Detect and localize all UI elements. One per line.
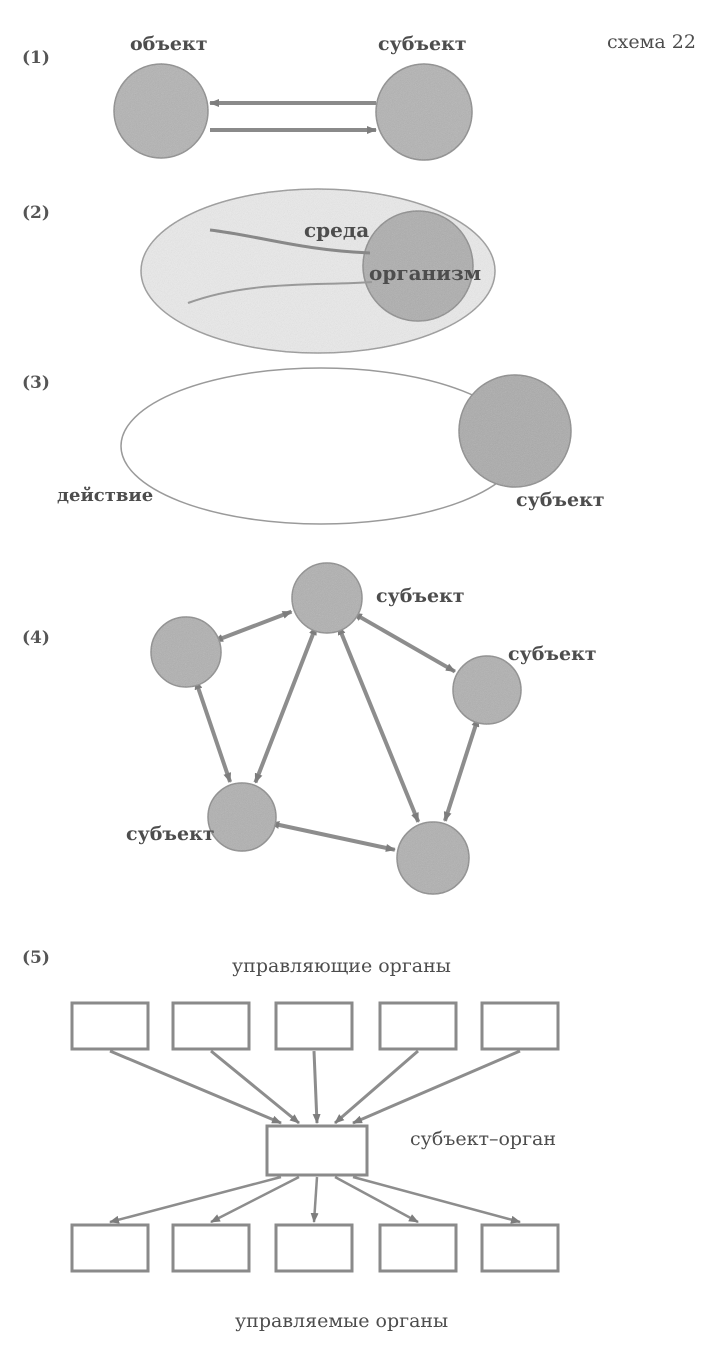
managed-arrow (109, 1175, 282, 1224)
controlled-organ-box (480, 1223, 560, 1273)
network-edge (352, 612, 456, 674)
controlling-organ-box (274, 1001, 354, 1051)
control-arrow (352, 1049, 521, 1125)
diagram-4-number: (4) (22, 628, 50, 648)
diagram-5-number: (5) (22, 948, 50, 968)
network-edge (194, 679, 233, 783)
network-node (207, 782, 277, 852)
control-arrow (210, 1049, 300, 1125)
organism-circle (362, 210, 474, 322)
node-label-right: субъект (508, 643, 597, 665)
environment-label: среда (304, 218, 370, 242)
object-circle (113, 63, 209, 159)
subject-circle (375, 63, 473, 161)
diagram-1 (113, 63, 473, 161)
network-node (150, 616, 222, 688)
managed-arrow (210, 1175, 300, 1224)
controlled-organ-box (274, 1223, 354, 1273)
organism-label: организм (369, 261, 482, 285)
managed-arrow (310, 1176, 319, 1223)
controlling-organs-label: управляющие органы (232, 955, 451, 977)
diagram-2 (140, 188, 496, 354)
control-arrow (109, 1049, 282, 1125)
controlled-organ-box (70, 1223, 150, 1273)
node-label-top: субъект (376, 585, 465, 607)
node-label-botleft: субъект (126, 823, 215, 845)
subject-label-1: субъект (378, 33, 467, 55)
managed-arrow (334, 1175, 419, 1224)
control-arrow (334, 1049, 419, 1125)
subject-organ-box (265, 1124, 369, 1177)
controlling-organ-box (480, 1001, 560, 1051)
network-node (452, 655, 522, 725)
control-arrow (312, 1050, 321, 1124)
diagram-4-network (150, 562, 522, 895)
managed-arrow (352, 1175, 521, 1224)
controlled-organs-label: управляемые органы (235, 1310, 449, 1332)
network-edge (337, 624, 421, 823)
network-node (291, 562, 363, 634)
controlling-organ-box (378, 1001, 458, 1051)
object-label: объект (130, 33, 208, 55)
network-edge (213, 609, 293, 642)
diagram-1-number: (1) (22, 48, 50, 68)
network-edge (253, 625, 317, 784)
controlled-organ-box (171, 1223, 251, 1273)
diagram-3 (120, 367, 572, 525)
controlling-organ-box (70, 1001, 150, 1051)
subject-label-3: субъект (516, 489, 605, 511)
action-label: действие (57, 485, 154, 506)
controlling-organ-box (171, 1001, 251, 1051)
network-node (396, 821, 470, 895)
subject-organ-label: субъект–орган (410, 1128, 557, 1150)
diagram-5-hierarchy (70, 1001, 560, 1273)
controlled-organ-box (378, 1223, 458, 1273)
subject-circle-3 (458, 374, 572, 488)
network-edge (443, 716, 480, 822)
diagram-3-number: (3) (22, 373, 50, 393)
network-edge (269, 821, 396, 852)
diagram-2-number: (2) (22, 203, 50, 223)
schema-title: схема 22 (607, 31, 696, 53)
boundary-line-lower (187, 281, 373, 304)
boundary-line-upper (209, 228, 371, 255)
